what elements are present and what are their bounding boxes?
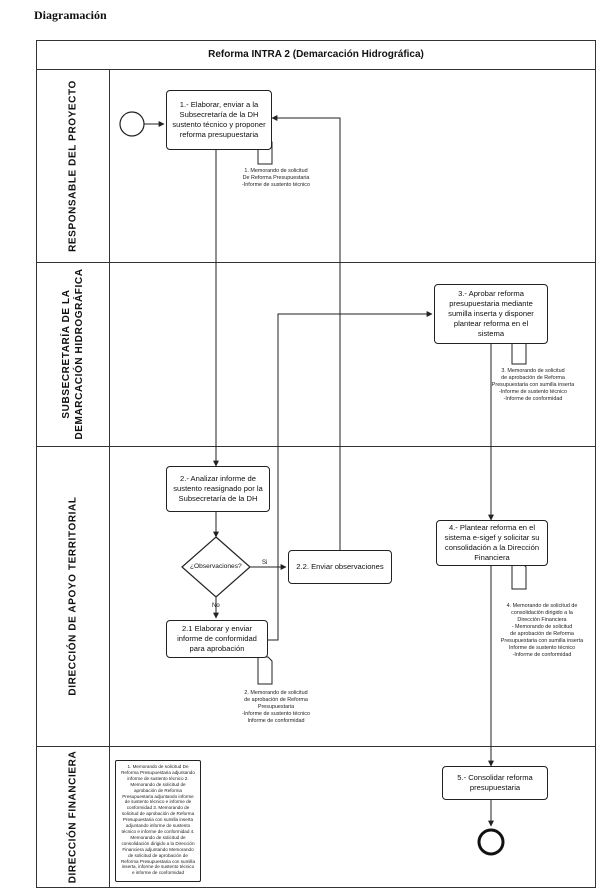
step-2-box: 2.- Analizar informe de sustento reasign… — [166, 466, 270, 512]
page-heading: Diagramación — [34, 8, 107, 22]
arrow-step22-to-step1 — [271, 115, 341, 550]
lane-separator-2 — [36, 446, 596, 447]
arrow-step21-to-step3 — [268, 311, 433, 641]
note-3-line: 3. Memorando de solicitud — [501, 368, 565, 374]
lane-separator-1 — [36, 262, 596, 263]
step-2-1-box: 2.1 Elaborar y enviar informe de conform… — [166, 620, 268, 658]
note-4-line: Dirección Financiera — [517, 617, 567, 623]
branch-label-no: No — [212, 603, 220, 609]
decision-label: ¿Observaciones? — [190, 563, 242, 570]
document-icon-2 — [257, 656, 273, 685]
note-document-3: 3. Memorando de solicitud de aprobación … — [478, 368, 588, 403]
note-4-line: Informe de sustento técnico — [508, 645, 576, 651]
step-3-box: 3.- Aprobar reforma presupuestaria media… — [434, 284, 548, 344]
note-2-line: Informe de conformidad — [247, 718, 305, 724]
note-4-line: -Informe de conformidad — [512, 652, 572, 658]
note-2-line: -Informe de sustento técnico — [241, 711, 311, 717]
step-4-box: 4.- Plantear reforma en el sistema e-sig… — [436, 520, 548, 566]
note-2-line: Presupuestaria — [257, 704, 295, 710]
note-4-line: consolidación dirigido a la — [511, 610, 573, 616]
note-3-line: de aprobación de Reforma — [501, 375, 565, 381]
documents-legend: 1. Memorando de solicitud De Reforma Pre… — [115, 760, 201, 882]
note-3-line: -Informe de conformidad — [503, 396, 563, 402]
branch-label-yes: Si — [262, 560, 268, 566]
note-document-4: 4. Memorando de solicitud de consolidaci… — [492, 603, 592, 659]
step-1-box: 1.- Elaborar, enviar a la Subsecretaría … — [166, 90, 272, 150]
note-2-line: de aprobación de Reforma — [244, 697, 308, 703]
note-2-line: 2. Memorando de solicitud — [244, 690, 308, 696]
start-event — [119, 111, 145, 137]
note-1-line: 1. Memorando de solicitud — [244, 168, 308, 174]
decision-diamond — [181, 536, 251, 598]
note-4-line: Presupuestaria con sumilla inserta — [500, 638, 584, 644]
note-4-line: - Memorando de solicitud — [511, 624, 573, 630]
note-document-2: 2. Memorando de solicitud de aprobación … — [226, 690, 326, 725]
note-1-line: De Reforma Presupuestaria — [242, 175, 310, 181]
note-1-line: -Informe de sustento técnico — [241, 182, 311, 188]
note-4-line: 4. Memorando de solicitud de — [506, 603, 578, 609]
diagram-title: Reforma INTRA 2 (Demarcación Hidrográfic… — [36, 40, 596, 70]
lane-label-column — [36, 70, 110, 888]
note-3-line: -Informe de sustento técnico — [498, 389, 568, 395]
document-icon-4 — [511, 562, 527, 590]
lane-separator-3 — [36, 746, 596, 747]
step-2-2-box: 2.2. Enviar observaciones — [288, 550, 392, 584]
diagram-frame — [36, 40, 596, 888]
step-5-box: 5.- Consolidar reforma presupuestaria — [442, 766, 548, 800]
note-3-line: Presupuestaria con sumilla inserta — [491, 382, 575, 388]
note-4-line: de aprobación de Reforma — [510, 631, 574, 637]
end-event — [477, 828, 505, 856]
note-document-1: 1. Memorando de solicitud De Reforma Pre… — [226, 168, 326, 189]
